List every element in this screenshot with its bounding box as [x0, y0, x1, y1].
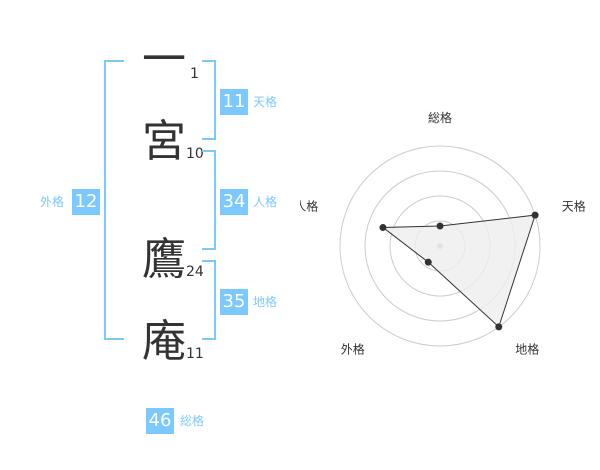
radar-point-1 — [436, 222, 444, 230]
chikaku-bracket-bottom — [202, 338, 216, 340]
name-char-3: 鷹 — [142, 234, 186, 285]
name-char-4: 庵 — [142, 316, 186, 367]
radar-axis-label-4: 外格 — [341, 342, 365, 357]
name-char-1: 一 — [142, 34, 186, 85]
radar-series-polygon — [381, 214, 536, 328]
radar-point-3 — [495, 323, 503, 331]
tenkaku-bracket-vertical — [214, 60, 216, 140]
chikaku-bracket-top — [202, 260, 216, 262]
radar-point-5 — [379, 223, 387, 231]
chikaku-bracket-vertical — [214, 260, 216, 340]
radar-grid-ring — [339, 145, 541, 347]
stroke-count-3: 24 — [186, 264, 204, 280]
stroke-count-4: 11 — [186, 346, 204, 362]
stroke-count-1: 1 — [190, 66, 199, 82]
tenkaku-label: 天格 — [253, 95, 278, 109]
jinkaku-value-box: 34 — [220, 189, 248, 215]
chikaku-label: 地格 — [253, 295, 278, 309]
tenkaku-bracket-bottom — [202, 138, 216, 140]
outer-bracket-bottom — [104, 338, 124, 340]
soukaku-value-box: 46 — [146, 408, 174, 434]
radar-point-2 — [531, 211, 539, 219]
radar-axis-label-1: 総格 — [428, 110, 452, 125]
jinkaku-label: 人格 — [253, 195, 278, 209]
tenkaku-value-box: 11 — [220, 89, 248, 115]
soukaku-label: 総格 — [180, 414, 205, 428]
radar-axis-label-2: 天格 — [562, 198, 586, 213]
outer-bracket-vertical — [104, 60, 106, 340]
outer-bracket-top — [104, 60, 124, 62]
jinkaku-bracket-vertical — [214, 150, 216, 250]
gaikaku-label: 外格 — [40, 195, 65, 209]
jinkaku-bracket-bottom — [202, 248, 216, 250]
jinkaku-bracket-top — [202, 150, 216, 152]
radar-point-4 — [424, 258, 432, 266]
name-char-2: 宮 — [142, 116, 186, 167]
tenkaku-bracket-top — [202, 60, 216, 62]
gaikaku-value-box: 12 — [72, 189, 100, 215]
radar-axis-label-5: 人格 — [300, 198, 318, 213]
chikaku-value-box: 35 — [220, 289, 248, 315]
stroke-count-2: 10 — [186, 146, 204, 162]
radar-series — [379, 211, 539, 331]
radar-axis-label-3: 地格 — [515, 342, 539, 357]
